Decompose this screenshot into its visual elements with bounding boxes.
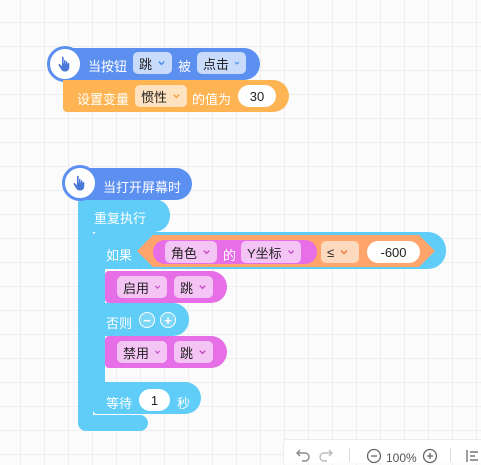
screen-open-label: 当打开屏幕时 [103, 180, 182, 195]
of-label: 的 [223, 248, 237, 263]
chevron-down-icon [154, 350, 161, 354]
chevron-down-icon [287, 250, 294, 255]
wait-unit-label: 秒 [177, 396, 191, 411]
event-type-dropdown-value: 点击 [203, 56, 230, 72]
property-dropdown-value: Y坐标 [247, 245, 282, 261]
variable-value-input[interactable]: 30 [238, 85, 276, 107]
event-type-dropdown[interactable]: 点击 [197, 52, 246, 74]
chevron-down-icon [173, 94, 180, 99]
toolbar-divider [450, 448, 451, 462]
set-variable-label-mid: 的值为 [192, 92, 232, 107]
disable-target-dropdown[interactable]: 跳 [174, 341, 213, 363]
enable-target-dropdown[interactable]: 跳 [174, 276, 213, 298]
object-dropdown-value: 角色 [171, 245, 198, 261]
button-dropdown-value: 跳 [139, 56, 153, 72]
chevron-down-icon [234, 61, 240, 65]
enable-action-value: 启用 [123, 280, 150, 296]
repeat-label: 重复执行 [94, 211, 147, 226]
disable-target-value: 跳 [180, 345, 194, 361]
chevron-down-icon [154, 285, 161, 289]
operator-dropdown-value: ≤ [327, 244, 335, 260]
add-branch-button[interactable]: + [160, 312, 176, 328]
compare-value-input[interactable]: -600 [367, 241, 420, 263]
object-dropdown[interactable]: 角色 [165, 241, 217, 263]
align-icon[interactable] [466, 449, 480, 463]
enable-action-dropdown[interactable]: 启用 [117, 276, 167, 298]
chevron-down-icon [199, 285, 206, 290]
zoom-out-icon[interactable] [366, 448, 382, 464]
undo-icon[interactable] [296, 448, 311, 462]
zoom-level: 100% [386, 451, 417, 465]
redo-icon[interactable] [318, 448, 333, 462]
chevron-down-icon [199, 350, 206, 355]
set-variable-label-prefix: 设置变量 [77, 92, 130, 107]
pointer-hand-icon [73, 175, 85, 191]
wait-seconds-input[interactable]: 1 [139, 389, 170, 411]
else-label: 否则 [106, 316, 133, 331]
disable-action-value: 禁用 [123, 345, 150, 361]
zoom-in-icon[interactable] [422, 448, 438, 464]
event-label-mid: 被 [178, 59, 192, 74]
chevron-down-icon [340, 249, 348, 255]
chevron-down-icon [158, 61, 165, 66]
operator-dropdown[interactable]: ≤ [321, 241, 359, 263]
hat-icon-circle [62, 165, 98, 201]
if-label: 如果 [106, 248, 133, 263]
property-dropdown[interactable]: Y坐标 [241, 241, 301, 263]
chevron-down-icon [203, 250, 210, 255]
remove-branch-button[interactable]: − [139, 312, 155, 328]
toolbar-divider [349, 448, 350, 462]
disable-action-dropdown[interactable]: 禁用 [117, 341, 167, 363]
event-label-prefix: 当按钮 [88, 59, 128, 74]
button-dropdown[interactable]: 跳 [133, 52, 172, 74]
repeat-block-arm [78, 225, 93, 415]
pointer-hand-icon [58, 56, 70, 72]
bottom-toolbar [283, 439, 481, 463]
enable-target-value: 跳 [180, 280, 194, 296]
wait-label: 等待 [106, 396, 133, 411]
variable-dropdown-value: 惯性 [141, 89, 168, 105]
repeat-block-bottom [78, 415, 148, 431]
variable-dropdown[interactable]: 惯性 [135, 85, 187, 107]
repeat-block[interactable] [78, 199, 170, 232]
hat-icon-circle [47, 46, 83, 82]
